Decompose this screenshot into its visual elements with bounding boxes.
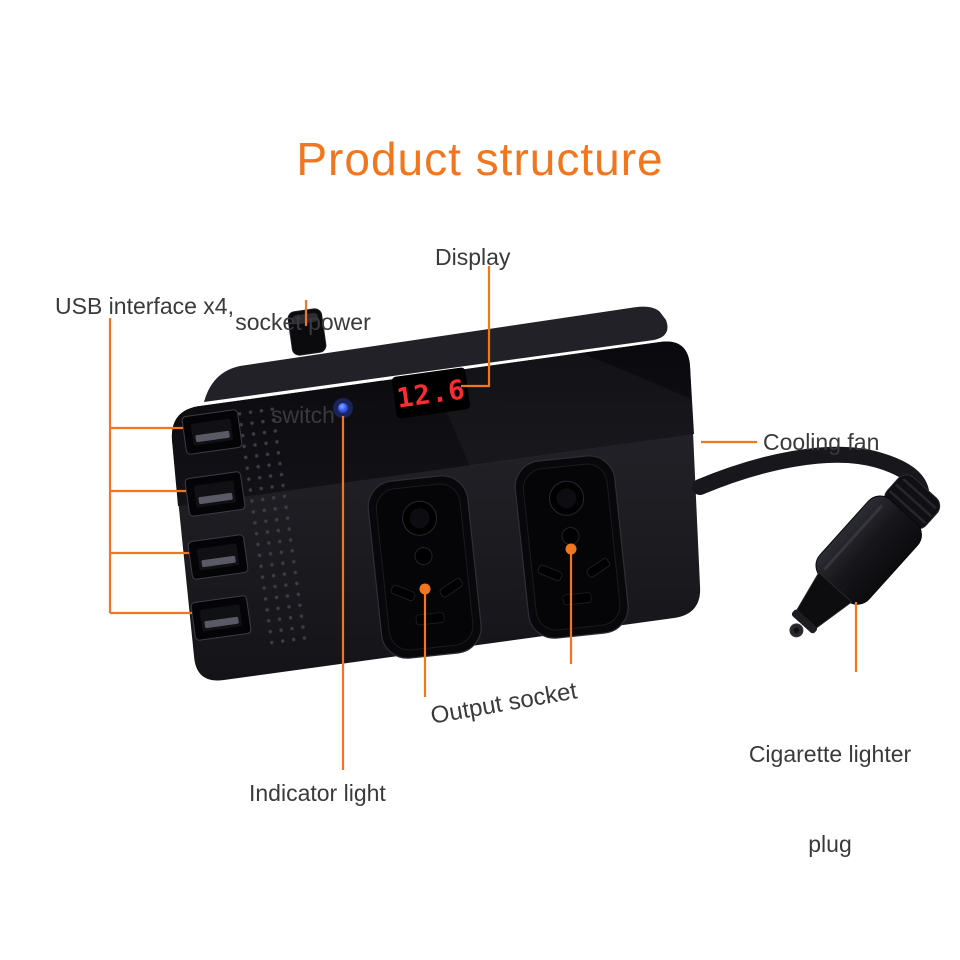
output-socket-right-callout-dot	[565, 543, 577, 555]
device-gloss-band	[171, 341, 694, 506]
socket-power-switch-label-line2: switch	[271, 402, 335, 428]
page-title: Product structure	[296, 133, 664, 185]
display-callout-line	[461, 266, 491, 388]
callout-lines	[108, 266, 858, 770]
output-socket-left-callout-dot	[419, 583, 431, 595]
cigarette-lighter-plug-label: Cigarette lighter plug	[710, 679, 950, 919]
cooling-fan-label: Cooling fan	[763, 429, 880, 455]
cigarette-lighter-plug-label-line2: plug	[808, 831, 852, 857]
cooling-fan-vents	[235, 405, 315, 653]
device-top-face	[204, 306, 668, 402]
display-label: Display	[435, 244, 511, 270]
usb-interface-label: USB interface x4,	[55, 293, 234, 319]
socket-power-switch-label: socket power switch	[203, 245, 403, 493]
usb-port-3	[187, 533, 249, 581]
cigarette-lighter-plug-label-line1: Cigarette lighter	[748, 741, 912, 767]
socket-power-switch-label-line1: socket power	[235, 309, 371, 335]
indicator-light-dot	[338, 403, 348, 413]
usb-port-4	[190, 594, 252, 642]
power-cable	[692, 446, 929, 499]
cigarette-lighter-plug	[789, 474, 941, 638]
indicator-light-label: Indicator light	[249, 780, 386, 806]
led-display: 12.6	[391, 367, 471, 419]
